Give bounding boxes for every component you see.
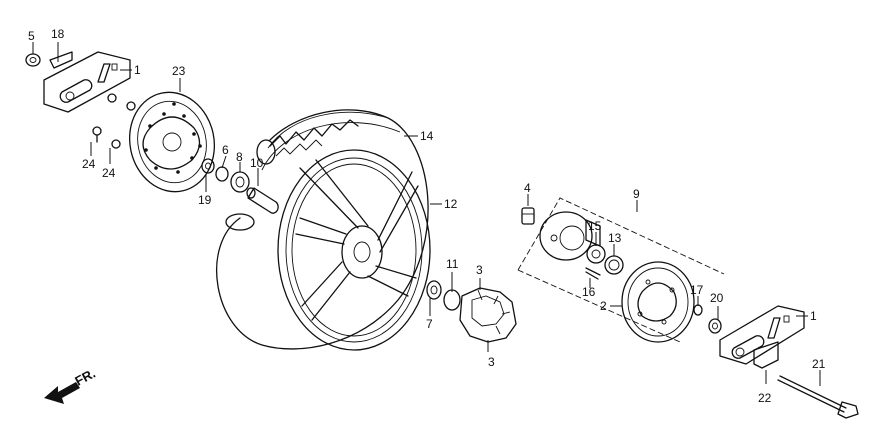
spacer-10 — [246, 187, 279, 214]
callout-21: 21 — [812, 357, 826, 371]
bearing-8 — [230, 171, 250, 193]
callout-3-bottom: 3 — [488, 355, 495, 369]
valve-stem-4 — [521, 207, 535, 225]
callout-18: 17 — [690, 283, 704, 297]
callout-1-right: 1 — [810, 309, 817, 323]
rear-axle — [777, 375, 859, 419]
callout-24-b: 24 — [102, 166, 116, 180]
seal-13 — [604, 255, 624, 275]
callout-24-a: 24 — [82, 157, 96, 171]
callout-6: 6 — [222, 143, 229, 157]
callout-11: 11 — [446, 257, 459, 271]
callout-20: 19 — [198, 193, 212, 207]
left-axle-plate — [43, 51, 131, 113]
callout-19: 18 — [51, 27, 65, 41]
tire — [216, 109, 429, 350]
brake-disc — [128, 91, 216, 193]
collar-20 — [201, 158, 215, 174]
damper-rubbers — [459, 287, 517, 343]
bearing-7 — [426, 280, 442, 300]
front-direction-arrow: FR. — [44, 366, 98, 404]
nut-17 — [708, 318, 722, 334]
seal-6 — [215, 166, 229, 182]
callout-4: 4 — [524, 181, 531, 195]
callout-13: 13 — [608, 231, 622, 245]
callout-2: 2 — [600, 299, 607, 313]
rear-sprocket — [621, 261, 695, 343]
callout-1-left: 1 — [134, 63, 141, 77]
callout-labels: 5 18 1 23 24 24 19 6 8 10 14 12 11 7 3 3… — [28, 27, 826, 405]
right-axle-plate — [719, 305, 805, 365]
callout-5: 5 — [28, 29, 35, 43]
nut-5 — [25, 53, 41, 67]
callout-3-top: 3 — [476, 263, 483, 277]
bracket-22 — [753, 341, 779, 369]
leader-lines — [32, 42, 821, 386]
bolts-small-left — [92, 93, 136, 149]
callout-10: 10 — [250, 156, 264, 170]
callout-22: 22 — [758, 391, 772, 405]
callout-8: 8 — [236, 150, 243, 164]
callout-15: 15 — [588, 219, 602, 233]
nut-18 — [693, 304, 703, 316]
callout-23: 23 — [172, 64, 186, 78]
wheel-rim — [277, 149, 431, 351]
sprocket-assembly-box — [517, 197, 725, 343]
callout-14: 14 — [420, 129, 434, 143]
callout-7: 7 — [426, 317, 433, 331]
o-ring-11 — [443, 289, 461, 311]
callout-16: 16 — [582, 285, 596, 299]
callout-17: 20 — [710, 291, 724, 305]
callout-9: 9 — [633, 187, 640, 201]
stud-16 — [585, 267, 601, 280]
bearing-15 — [586, 244, 606, 264]
callout-12: 12 — [444, 197, 458, 211]
